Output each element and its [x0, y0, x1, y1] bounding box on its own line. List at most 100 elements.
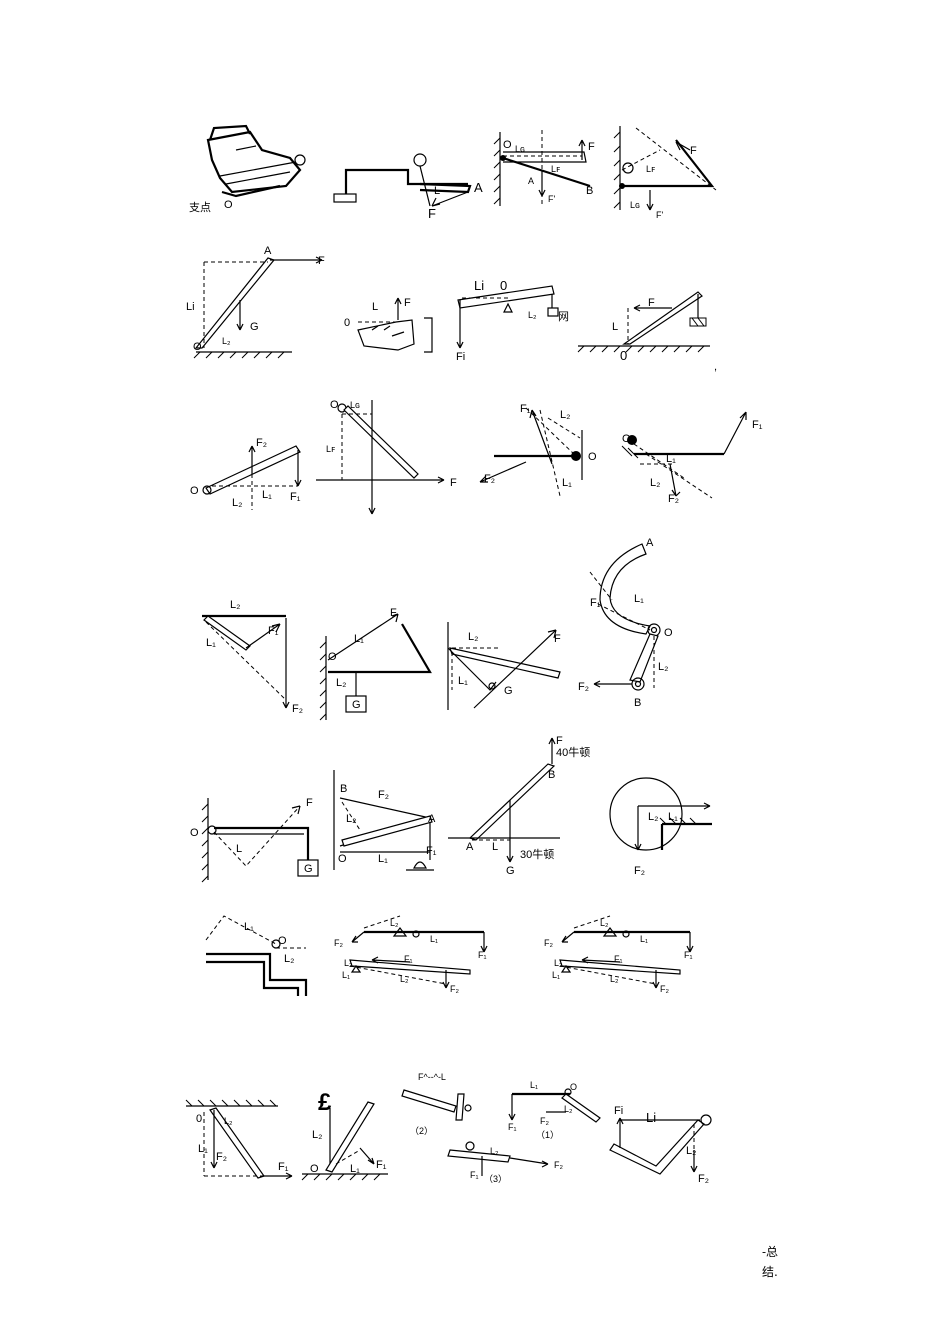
- point-B-label: B: [586, 185, 593, 197]
- F2-label: F₂: [554, 1160, 563, 1170]
- F2-label: F₂: [292, 703, 303, 715]
- Fi-label: Fi: [456, 351, 465, 363]
- L1-label: L₁: [458, 675, 468, 687]
- point-B-label: B: [548, 769, 555, 781]
- point-A-label: A: [466, 841, 474, 853]
- diagram-ladder-wall: A F Li G L₂ O: [186, 245, 325, 359]
- diagram-bar-F1-up: O F₁ L₁ L₂ F₂: [621, 411, 763, 505]
- Lg-label: Lɢ: [515, 144, 525, 154]
- force-40-label: 40牛顿: [556, 745, 590, 759]
- L1-label: L₁: [430, 934, 438, 944]
- F1-label: F₁: [520, 403, 531, 415]
- point-B-label: B: [634, 697, 641, 709]
- F1-label: F₁: [268, 625, 279, 637]
- point-O-label: O: [278, 935, 287, 947]
- diagram-wall-bar-forces: F₁ L₂ O F₂ L₁: [479, 403, 597, 497]
- zero-label: 0: [344, 317, 350, 329]
- diagram-pair-levers-right: L₂ F₂ L₁ F₁ L₂ L₁ F₁ L₂ F₂: [544, 915, 694, 994]
- F1-label: F₁: [376, 1159, 387, 1171]
- L-label: L: [492, 841, 498, 853]
- footer-note: -总 结.: [762, 1242, 778, 1282]
- tilde-label: F^--^-L: [418, 1072, 446, 1082]
- point-A-label: A: [264, 245, 272, 257]
- L1-label: L₁: [262, 489, 272, 501]
- force-F-label: F: [450, 477, 457, 489]
- force-F-label: F: [690, 145, 697, 157]
- F1-label: F₁: [752, 419, 763, 431]
- F2-label: F₂: [450, 984, 459, 994]
- F1-label: F₁: [290, 491, 301, 503]
- F1-label: F₁: [426, 845, 437, 857]
- L2-label: L₂: [490, 1146, 499, 1156]
- force-F-label: F: [556, 735, 563, 747]
- Li-label: Li: [474, 278, 484, 293]
- diagram-wheel-step: L₂ L₁ F₂: [609, 777, 712, 877]
- L2-label: L₂: [610, 974, 619, 984]
- diagram-bent-lever: Fi Li L₂ F₂: [609, 1105, 712, 1185]
- Li-label: Li: [646, 1110, 656, 1125]
- L2-label: L₂: [346, 813, 356, 825]
- diagram-slanted-stick: O F₂ L₁ F₁ L₂: [190, 437, 302, 510]
- L2-label: L₂: [230, 599, 240, 611]
- point-O-label: O: [570, 1082, 577, 1092]
- force-F-label: F: [318, 255, 325, 267]
- F1-label: F₁: [278, 1161, 289, 1173]
- L2-label: L₂: [648, 811, 658, 823]
- fulcrum-label: 支点: [189, 201, 211, 214]
- point-O-label: O: [622, 433, 631, 445]
- L2-label: L₂: [400, 974, 409, 984]
- diagram-wall-beam: O Lɢ Lꜰ A F B F': [493, 130, 595, 206]
- point-O-label: O: [588, 451, 597, 463]
- LF-label: Lꜰ: [326, 444, 335, 454]
- num3-label: （3）: [484, 1174, 507, 1184]
- L1-label: L₁: [552, 970, 560, 980]
- L-label: L: [236, 843, 242, 855]
- F2-label: F₂: [634, 865, 645, 877]
- point-O-label: O: [503, 139, 512, 151]
- force-F-label: F: [554, 633, 561, 645]
- L-label: L: [612, 321, 618, 333]
- L-label: L: [372, 301, 378, 313]
- force-F-label: F: [588, 141, 595, 153]
- F1-label: F₁: [470, 1170, 479, 1180]
- point-O-label: O: [193, 341, 202, 353]
- point-O-label: O: [190, 827, 199, 839]
- force-F-prime-label: F': [656, 210, 663, 220]
- diagram-pair-levers-left: L₂ F₂ L₁ F₁ L₂ L₁ F₁ L₂ F₂: [334, 915, 488, 994]
- footer-line-1: -总: [762, 1245, 779, 1259]
- L2-label: L₂: [232, 497, 242, 509]
- point-O-label: O: [190, 485, 199, 497]
- diagram-foot-pedal: 支点 O: [189, 124, 306, 214]
- L2-label: L₂: [222, 336, 231, 346]
- Lg-label: Lɢ: [630, 200, 640, 210]
- point-A-label: A: [474, 180, 483, 195]
- F2-label: F₂: [378, 789, 389, 801]
- diagram-balance-net: Li 0 L₂ 网 Fi: [456, 278, 569, 363]
- point-O-label: O: [330, 399, 339, 411]
- L2-label: L₂: [650, 477, 660, 489]
- L1-label: L₁: [342, 970, 350, 980]
- L1-label: L₁: [666, 453, 676, 465]
- F1-label: F₁: [684, 950, 693, 960]
- F1-label: F₁: [404, 954, 413, 964]
- diagram-hand-tool: L F 0: [344, 297, 433, 353]
- L1-label: L₁: [668, 811, 678, 823]
- F2-label: F₂: [256, 437, 267, 449]
- force-F-prime-label: F': [548, 194, 555, 204]
- F2-label: F₂: [540, 1116, 549, 1126]
- L2-label: L₂: [686, 1145, 696, 1157]
- L2-label: L₂: [312, 1129, 322, 1141]
- L2-label: L₂: [560, 409, 570, 421]
- G-label: G: [250, 321, 259, 333]
- force-F-label: F: [404, 297, 411, 309]
- L2-label: L₂: [564, 1104, 573, 1114]
- L2-label: L₂: [284, 953, 294, 965]
- point-A-label: A: [528, 176, 534, 186]
- point-A-label: A: [428, 813, 436, 825]
- L2-label: L₂: [224, 1116, 233, 1126]
- diagram-ceiling-hinge: 0 L₂ L₁ F₂ F₁: [185, 1099, 293, 1180]
- diagram-wall-bracket: Lꜰ F Lɢ F': [613, 126, 717, 220]
- L2-label: L₂: [390, 918, 399, 928]
- pound-label: £: [318, 1089, 332, 1116]
